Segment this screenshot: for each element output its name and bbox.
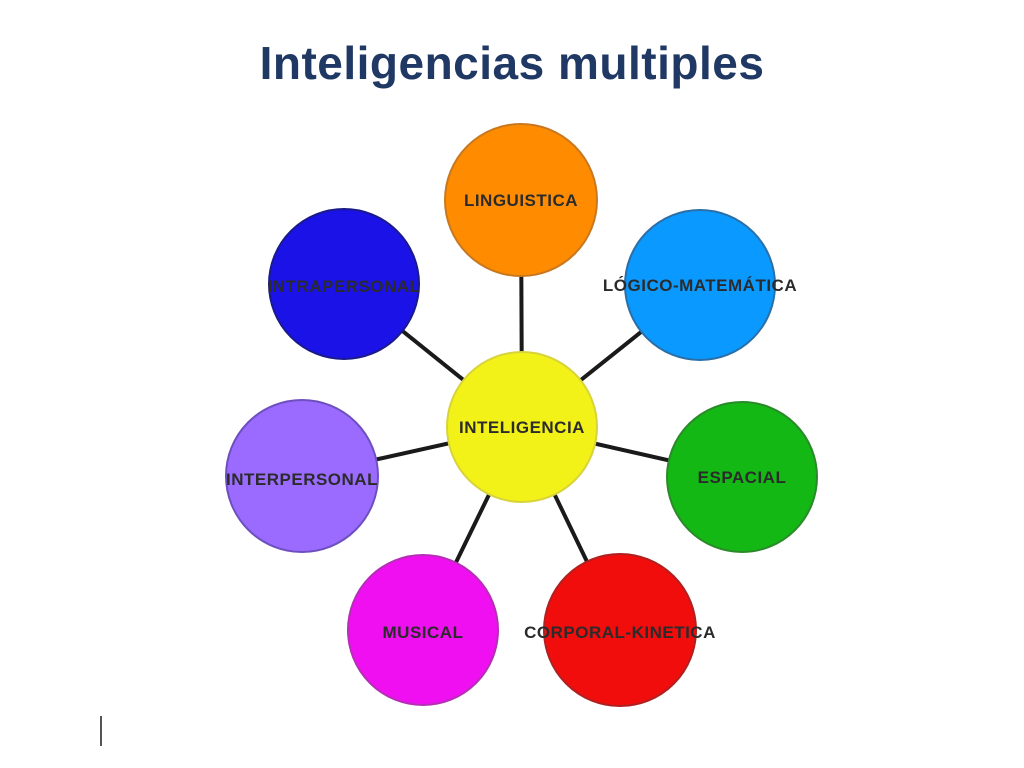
circle-linguistica <box>444 123 598 277</box>
circles <box>225 123 818 707</box>
circle-logico-matematica <box>624 209 776 361</box>
circle-corporal-kinetica <box>543 553 697 707</box>
label-intrapersonal: INTRAPERSONAL <box>268 277 421 296</box>
label-interpersonal: INTERPERSONAL <box>226 470 378 489</box>
circle-espacial <box>666 401 818 553</box>
circle-center <box>446 351 598 503</box>
circle-intrapersonal <box>268 208 420 360</box>
label-logico-matematica: LÓGICO-MATEMÁTICA <box>603 276 797 295</box>
label-center: INTELIGENCIA <box>459 418 585 437</box>
label-espacial: ESPACIAL <box>698 468 787 487</box>
label-corporal-kinetica: CORPORAL-KINETICA <box>524 623 716 642</box>
circle-musical <box>347 554 499 706</box>
slide-title: Inteligencias multiples <box>259 37 765 89</box>
slide-marker <box>100 716 102 746</box>
circle-interpersonal <box>225 399 379 553</box>
label-musical: MUSICAL <box>383 623 464 642</box>
label-linguistica: LINGUISTICA <box>464 191 578 210</box>
labels: LINGUISTICA LÓGICO-MATEMÁTICA ESPACIAL CORP… <box>226 191 797 642</box>
